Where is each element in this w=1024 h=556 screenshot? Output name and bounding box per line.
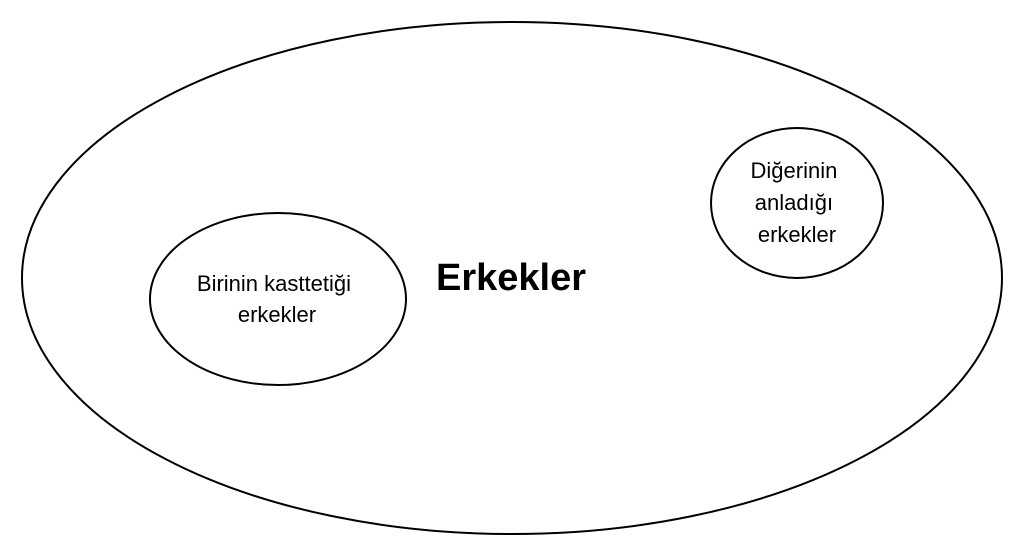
right-subset-label: Diğerinin anladığı erkekler [751, 158, 844, 247]
left-subset-label-line-2: erkekler [238, 302, 316, 327]
right-subset-label-line-3: erkekler [758, 222, 836, 247]
left-subset-ellipse [149, 212, 407, 386]
outer-set-label: Erkekler [436, 257, 586, 299]
right-subset-ellipse [710, 127, 884, 279]
left-subset-label: Birinin kasttetiği erkekler [197, 271, 357, 327]
right-subset-label-line-2: anladığı [755, 190, 833, 215]
right-subset-label-line-1: Diğerinin [751, 158, 838, 183]
left-subset-label-line-1: Birinin kasttetiği [197, 271, 351, 296]
